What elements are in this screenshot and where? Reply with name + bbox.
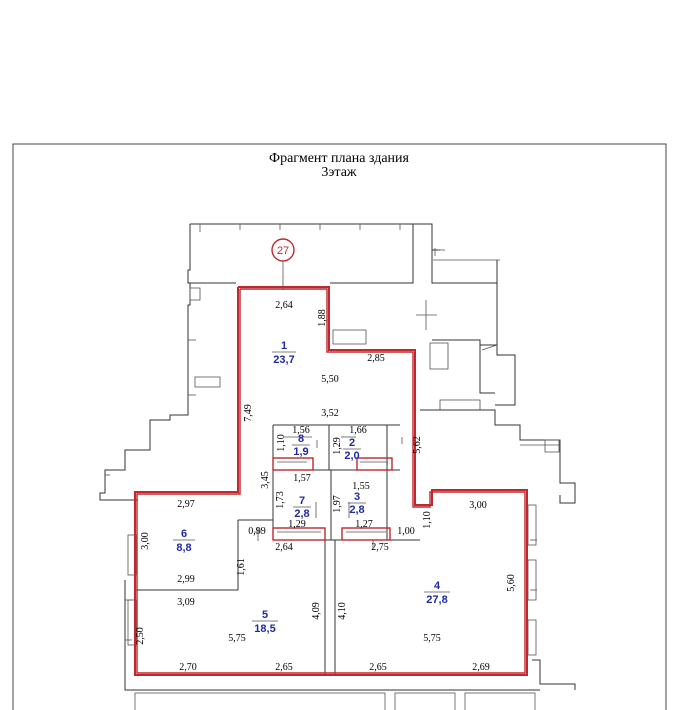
plan-title: Фрагмент плана здания	[269, 151, 410, 166]
room-2: 2 2,0	[343, 437, 361, 462]
dimension-label: 2,85	[367, 353, 385, 364]
room-labels: 1 23,7 2 2,0 3 2,8 4 27,8 5 18,5 6 8,8	[173, 340, 450, 635]
room-7: 7 2,8	[293, 495, 311, 520]
dimension-label: 1,57	[293, 473, 311, 484]
dimension-label: 1,97	[332, 495, 343, 513]
room-area: 2,0	[344, 450, 359, 462]
dimension-label: 5,62	[412, 436, 423, 454]
room-number: 3	[354, 491, 360, 503]
dimension-label: 1,27	[355, 519, 373, 530]
dimension-label: 2,64	[275, 542, 293, 553]
room-area: 2,8	[349, 504, 364, 516]
dimension-label: 3,45	[260, 471, 271, 489]
room-number: 6	[181, 528, 187, 540]
room-area: 2,8	[294, 508, 309, 520]
room-area: 18,5	[254, 623, 275, 635]
room-8: 8 1,9	[292, 433, 310, 458]
room-1: 1 23,7	[272, 340, 296, 366]
dimension-label: 1,29	[332, 437, 343, 455]
room-number: 7	[299, 495, 305, 507]
room-4: 4 27,8	[424, 580, 450, 606]
dimension-label: 2,97	[177, 499, 195, 510]
dimension-label: 2,70	[179, 662, 197, 673]
interior-walls	[135, 424, 420, 675]
dimension-label: 2,69	[472, 662, 490, 673]
dimension-label: 1,00	[397, 526, 415, 537]
dimension-label: 1,66	[349, 425, 367, 436]
windows	[127, 504, 537, 656]
dimension-label: 4,10	[337, 602, 348, 620]
room-6: 6 8,8	[173, 528, 195, 554]
dimension-label: 3,52	[321, 408, 339, 419]
dimension-label: 0,99	[248, 526, 266, 537]
room-number: 5	[262, 609, 268, 621]
dimension-label: 5,60	[506, 574, 517, 592]
dimension-label: 1,61	[236, 558, 247, 576]
dimension-ticks	[254, 300, 437, 550]
dimension-label: 1,10	[422, 511, 433, 529]
dimension-label: 3,00	[469, 500, 487, 511]
fixtures	[272, 329, 393, 541]
dimension-label: 1,10	[276, 434, 287, 452]
dimension-label: 5,75	[228, 633, 246, 644]
unit-boundary	[134, 286, 528, 676]
dimension-label: 2,99	[177, 574, 195, 585]
dimension-label: 1,73	[275, 491, 286, 509]
room-area: 1,9	[293, 446, 308, 458]
dimension-label: 4,09	[311, 602, 322, 620]
room-area: 27,8	[426, 594, 447, 606]
dimension-label: 1,88	[317, 309, 328, 327]
room-5: 5 18,5	[252, 609, 278, 635]
floor-label: 3этаж	[321, 165, 357, 180]
dimension-label: 1,56	[292, 425, 310, 436]
building-outline	[99, 223, 576, 710]
dimension-label: 3,09	[177, 597, 195, 608]
building-marker: 27	[271, 238, 295, 290]
dimension-label: 3,00	[140, 532, 151, 550]
dimension-label: 2,75	[371, 542, 389, 553]
dimension-label: 2,64	[275, 300, 293, 311]
dimension-label: 1,29	[288, 519, 306, 530]
building-marker-label: 27	[277, 245, 289, 257]
dimension-label: 2,65	[275, 662, 293, 673]
dimension-label: 2,50	[135, 627, 146, 645]
dimension-label: 5,75	[423, 633, 441, 644]
dimension-label: 2,65	[369, 662, 387, 673]
dimension-label: 7,49	[243, 404, 254, 422]
dimension-label: 1,55	[352, 481, 370, 492]
room-area: 23,7	[273, 354, 294, 366]
room-number: 8	[298, 433, 304, 445]
room-3: 3 2,8	[348, 491, 366, 516]
dimension-labels: 2,64 1,88 2,85 5,50 7,49 3,52 1,56 1,66 …	[135, 300, 517, 673]
dimension-label: 5,50	[321, 374, 339, 385]
drawing-frame	[12, 143, 667, 710]
room-number: 1	[281, 340, 287, 352]
room-number: 2	[349, 437, 355, 449]
room-number: 4	[434, 580, 441, 592]
room-area: 8,8	[176, 542, 191, 554]
